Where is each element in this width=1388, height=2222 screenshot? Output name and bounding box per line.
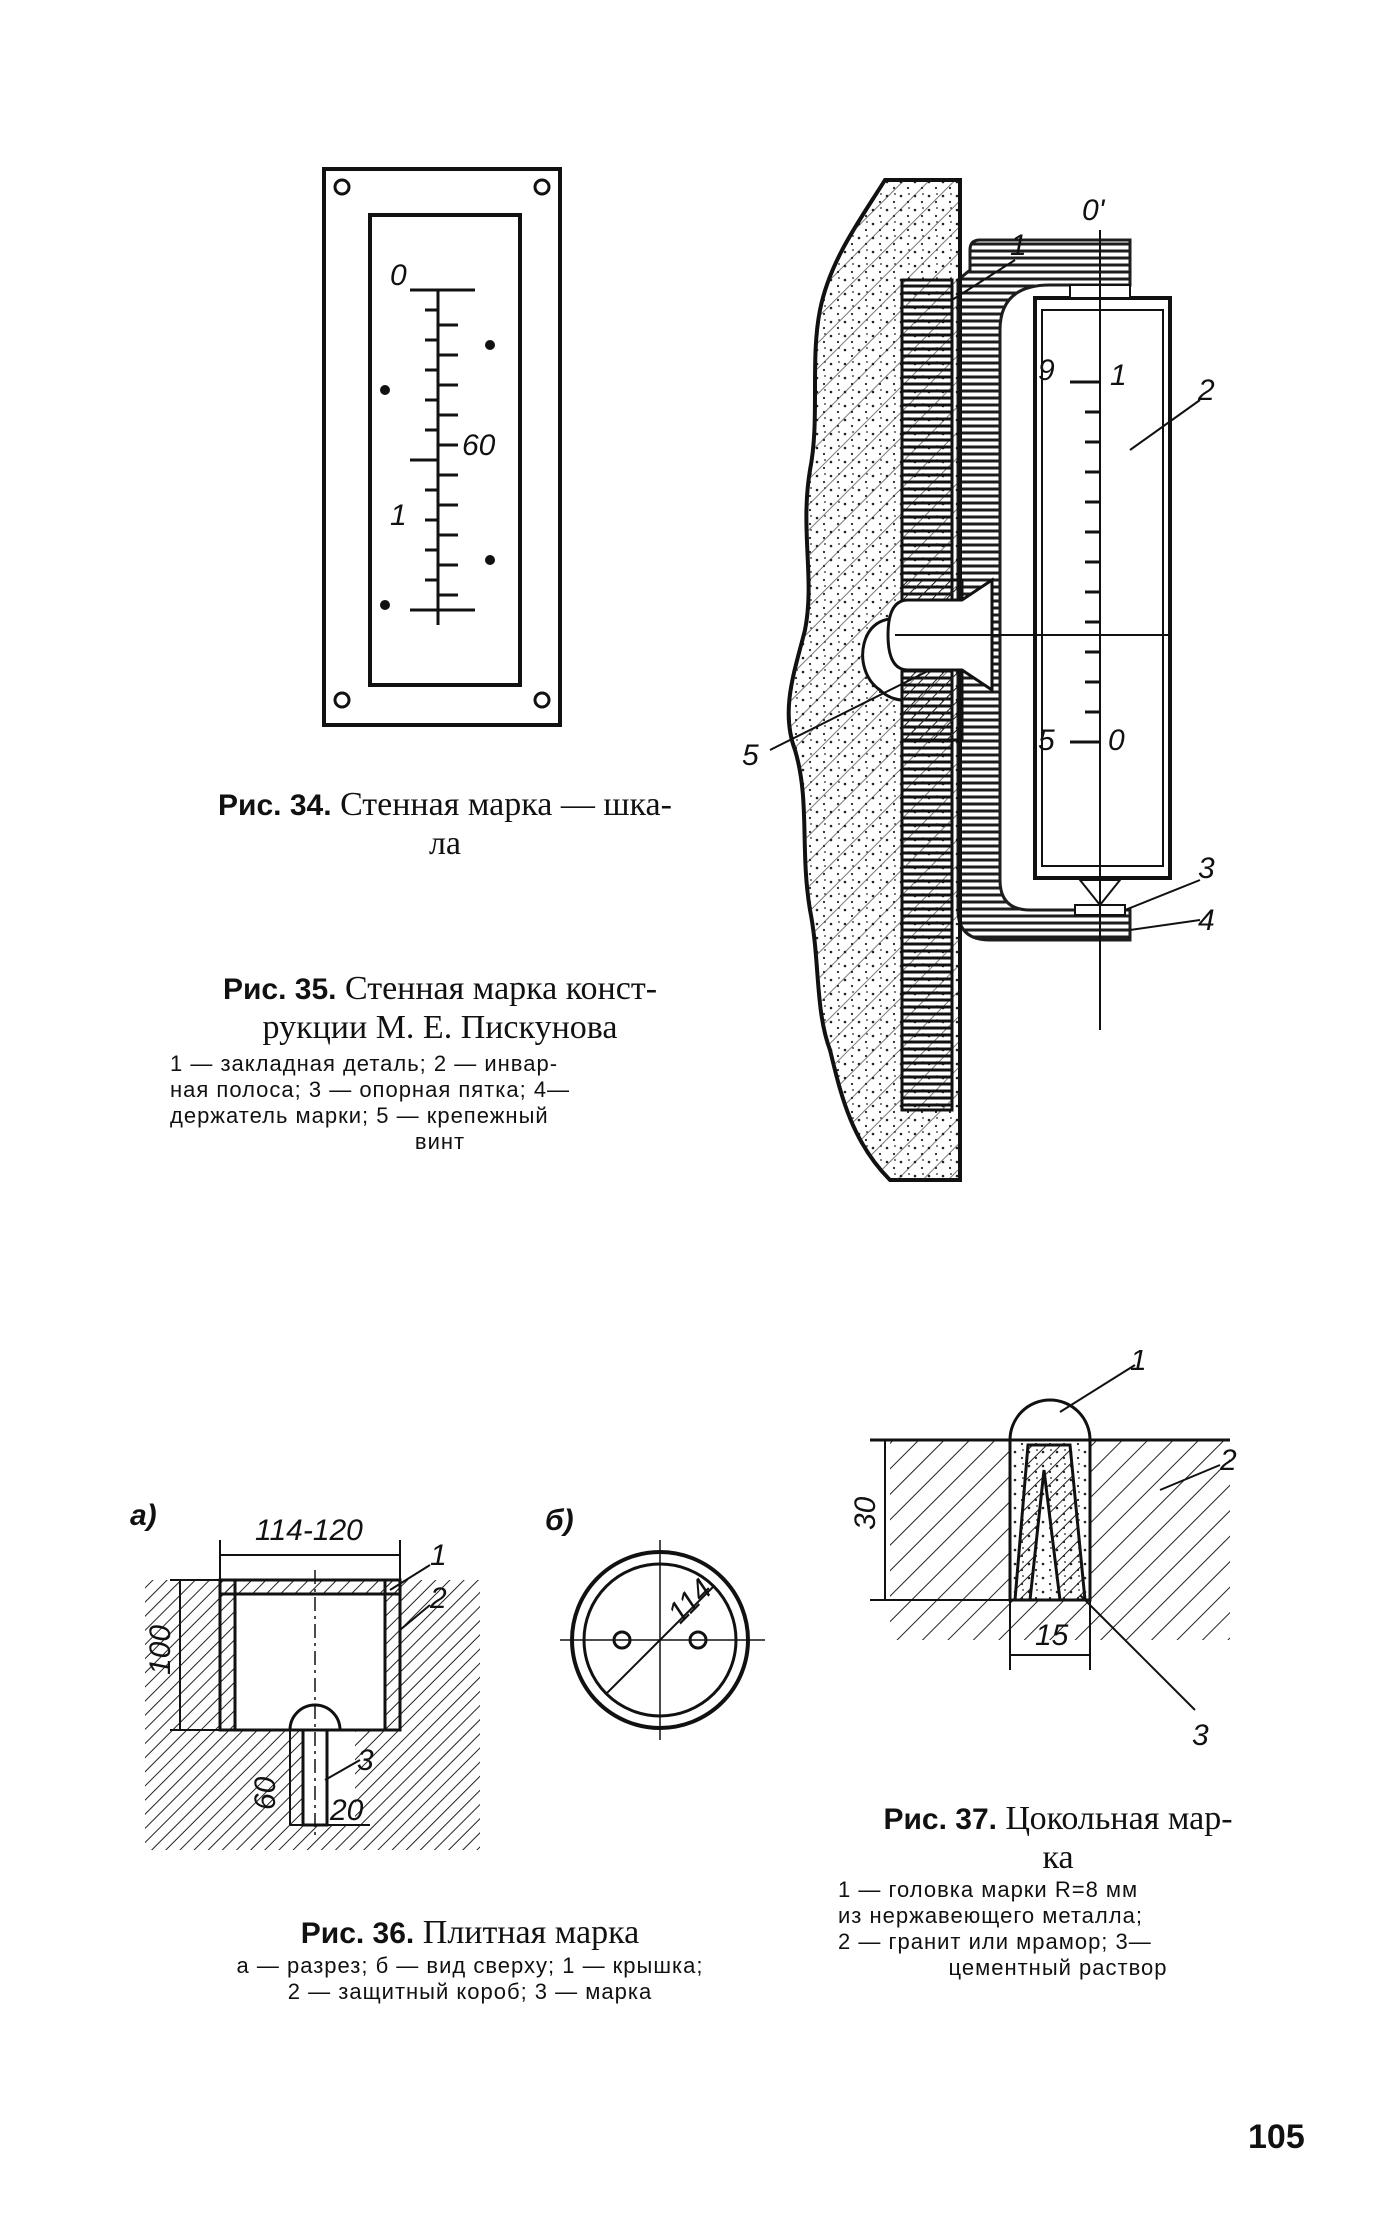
fig35-drawing: 1 0' 2 3 4 5 9 1 5 0	[730, 150, 1290, 1190]
fig37-title-2: ка	[1042, 1839, 1074, 1876]
fig35-scale-0: 0	[1108, 724, 1125, 757]
fig36-label-2: 2	[429, 1582, 447, 1615]
fig34-drawing: 0 60 1	[320, 165, 570, 735]
fig34-caption: Рис. 34. Стенная марка — шка- ла	[175, 786, 715, 863]
fig37-dim-height: 30	[849, 1496, 882, 1530]
fig36-dim-stem: 60	[249, 1776, 282, 1810]
fig36-dim-width: 114-120	[255, 1514, 363, 1547]
page-number: 105	[1248, 2118, 1305, 2156]
fig35-label-4: 4	[1198, 904, 1215, 937]
fig35-label-0prime: 0'	[1082, 194, 1106, 227]
fig37-label-1: 1	[1130, 1350, 1147, 1377]
fig37-legend-2: из нержавеющего металла;	[838, 1903, 1143, 1928]
fig36-dim-height: 100	[144, 1625, 177, 1675]
fig34-title-1: Стенная марка — шка-	[340, 786, 672, 823]
fig36a-drawing: а) 114-120 1 2 3 100 60 20	[125, 1480, 495, 1870]
fig37-label-2: 2	[1219, 1444, 1237, 1477]
fig37-caption: Рис. 37. Цокольная мар- ка 1 — головка м…	[838, 1800, 1278, 1981]
fig34-label-60: 60	[462, 429, 496, 462]
fig36-caption: Рис. 36. Плитная марка а — разрез; б — в…	[150, 1914, 790, 2005]
fig37-label-3: 3	[1192, 1719, 1209, 1752]
fig37-legend-3: 2 — гранит или мрамор; 3—	[838, 1929, 1152, 1954]
fig37-title-1: Цокольная мар-	[1005, 1800, 1233, 1837]
fig35-scale-1: 1	[1110, 359, 1127, 392]
fig36b-drawing: б) 114	[540, 1490, 800, 1750]
fig35-legend-1: 1 — закладная деталь; 2 — инвар-	[170, 1051, 559, 1076]
fig35-legend-4: винт	[414, 1129, 466, 1154]
fig34-label-1: 1	[390, 499, 407, 532]
fig36-dim-stem-w: 20	[329, 1794, 364, 1827]
fig36-legend-1: а — разрез; б — вид сверху; 1 — крышка;	[236, 1953, 704, 1978]
fig35-caption: Рис. 35. Стенная марка конст- рукции М. …	[170, 970, 710, 1155]
fig35-legend-3: держатель марки; 5 — крепежный	[170, 1103, 549, 1128]
fig35-legend-2: ная полоса; 3 — опорная пятка; 4—	[170, 1077, 571, 1102]
fig34-title-2: ла	[428, 825, 462, 862]
fig34-label-0: 0	[390, 259, 407, 292]
fig35-label-5: 5	[742, 739, 759, 772]
fig37-legend-4: цементный раствор	[948, 1955, 1168, 1980]
fig34-prefix: Рис. 34.	[218, 789, 332, 822]
fig35-scale-9: 9	[1038, 354, 1055, 387]
fig36-sub-b: б)	[545, 1504, 574, 1537]
fig36-prefix: Рис. 36.	[300, 1917, 415, 1950]
fig35-label-1: 1	[1010, 229, 1027, 262]
fig35-label-2: 2	[1197, 374, 1215, 407]
fig37-dim-width: 15	[1035, 1619, 1069, 1652]
fig35-prefix: Рис. 35.	[222, 973, 337, 1006]
fig35-title-2: рукции М. Е. Пискунова	[262, 1009, 618, 1046]
fig36-label-1: 1	[430, 1539, 447, 1572]
fig35-scale-5: 5	[1038, 724, 1055, 757]
fig36-title: Плитная марка	[422, 1914, 640, 1951]
fig35-label-3: 3	[1198, 852, 1215, 885]
fig35-title-1: Стенная марка конст-	[344, 970, 658, 1007]
fig36-legend-2: 2 — защитный короб; 3 — марка	[287, 1979, 653, 2004]
fig36-sub-a: а)	[130, 1499, 157, 1532]
fig37-legend-1: 1 — головка марки R=8 мм	[838, 1877, 1139, 1902]
fig37-drawing: 1 2 3 30 15	[830, 1350, 1290, 1780]
fig37-prefix: Рис. 37.	[883, 1803, 997, 1836]
fig36-label-3: 3	[357, 1744, 374, 1777]
